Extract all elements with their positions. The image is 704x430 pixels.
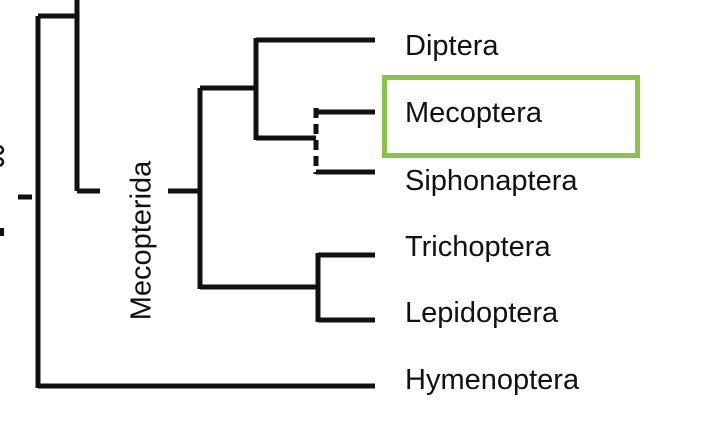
clipped-left-edge-mark <box>0 228 4 236</box>
clipped-left-edge-fragment <box>0 140 6 172</box>
clade-label-mecopterida: Mecopterida <box>125 160 158 321</box>
taxon-label-siphonaptera: Siphonaptera <box>405 165 578 197</box>
taxon-label-hymenoptera: Hymenoptera <box>405 364 580 396</box>
taxon-label-diptera: Diptera <box>405 30 499 62</box>
mecoptera-highlight-box <box>382 75 640 158</box>
taxon-label-lepidoptera: Lepidoptera <box>405 297 559 329</box>
taxon-label-trichoptera: Trichoptera <box>405 231 551 263</box>
taxon-label-mecoptera: Mecoptera <box>405 97 543 129</box>
